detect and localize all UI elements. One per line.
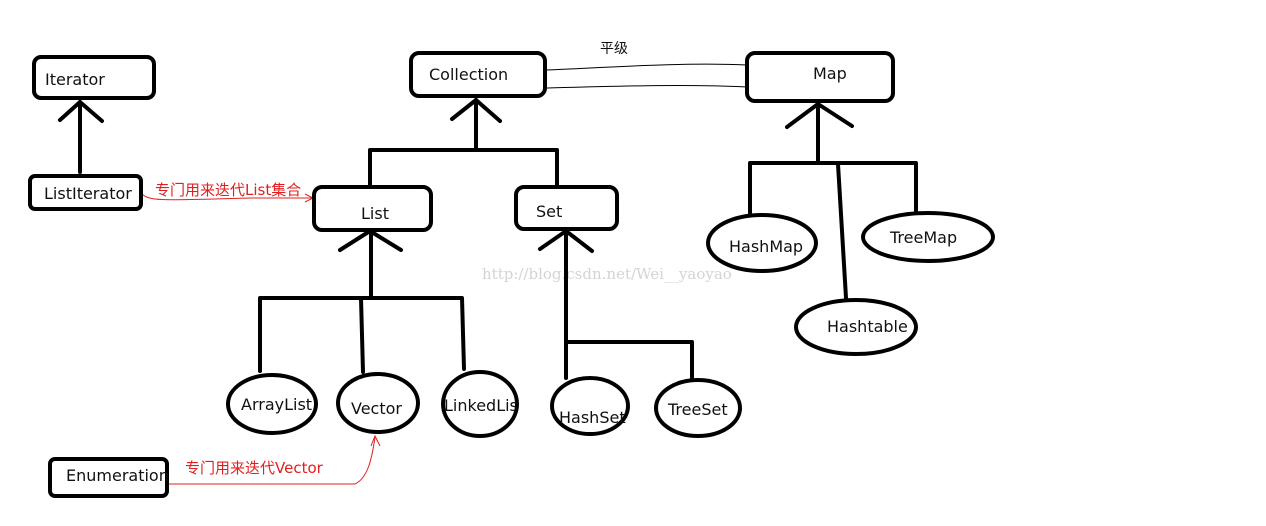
peer-label: 平级	[600, 41, 628, 57]
watermark-text: http://blog.csdn.net/Wei__yaoyao	[482, 265, 732, 283]
arrowhead-iterator	[58, 100, 104, 123]
edge-treeset-set	[564, 340, 694, 382]
node-vector-label: Vector	[351, 399, 402, 418]
node-array-list[interactable]: ArrayList	[226, 373, 318, 435]
enumeration-note: 专门用来迭代Vector	[185, 459, 324, 477]
edge-hashtable-map	[836, 162, 848, 300]
node-hashtable[interactable]: Hashtable	[794, 298, 918, 356]
edge-map-branches	[748, 161, 918, 218]
peer-link-top	[545, 63, 748, 71]
node-hash-map[interactable]: HashMap	[706, 213, 818, 273]
node-set-label: Set	[536, 202, 562, 221]
node-tree-set[interactable]: TreeSet	[654, 378, 742, 438]
enumeration-note-line	[169, 436, 376, 485]
node-list[interactable]: List	[312, 185, 433, 232]
listiterator-note-line	[141, 193, 312, 201]
node-tree-map[interactable]: TreeMap	[861, 211, 995, 263]
list-iterator-note: 专门用来迭代List集合	[155, 181, 301, 199]
enumeration-note-arrowhead	[370, 434, 381, 447]
node-vector[interactable]: Vector	[336, 372, 420, 434]
node-enumeration[interactable]: Enumeration	[48, 457, 169, 498]
node-tree-set-label: TreeSet	[667, 400, 728, 419]
node-collection[interactable]: Collection	[409, 51, 547, 98]
node-hash-set-label: HashSet	[559, 408, 626, 427]
node-collection-label: Collection	[429, 65, 508, 84]
annotation-connectors	[141, 193, 381, 485]
connectors	[58, 63, 918, 382]
node-enumeration-label: Enumeration	[66, 466, 169, 485]
peer-link-bottom	[545, 84, 748, 89]
node-list-label: List	[361, 204, 389, 223]
node-list-iterator[interactable]: ListIterator	[28, 174, 143, 211]
node-linked-list[interactable]: LinkedLis	[441, 370, 519, 438]
node-linked-list-label: LinkedLis	[444, 396, 518, 415]
edge-vector-list	[359, 296, 365, 374]
node-hash-map-label: HashMap	[729, 237, 803, 256]
edge-list-collection	[368, 148, 559, 190]
node-map[interactable]: Map	[745, 51, 895, 103]
arrowhead-collection	[450, 98, 502, 123]
node-list-iterator-label: ListIterator	[44, 184, 132, 203]
node-hashtable-label: Hashtable	[827, 317, 908, 336]
arrowhead-map	[785, 102, 854, 129]
node-hash-set[interactable]: HashSet	[550, 376, 630, 436]
node-tree-map-label: TreeMap	[889, 228, 957, 247]
node-iterator[interactable]: Iterator	[32, 55, 156, 100]
node-iterator-label: Iterator	[45, 70, 105, 89]
node-array-list-label: ArrayList	[241, 395, 312, 414]
node-map-label: Map	[813, 64, 847, 83]
node-set[interactable]: Set	[514, 185, 619, 231]
